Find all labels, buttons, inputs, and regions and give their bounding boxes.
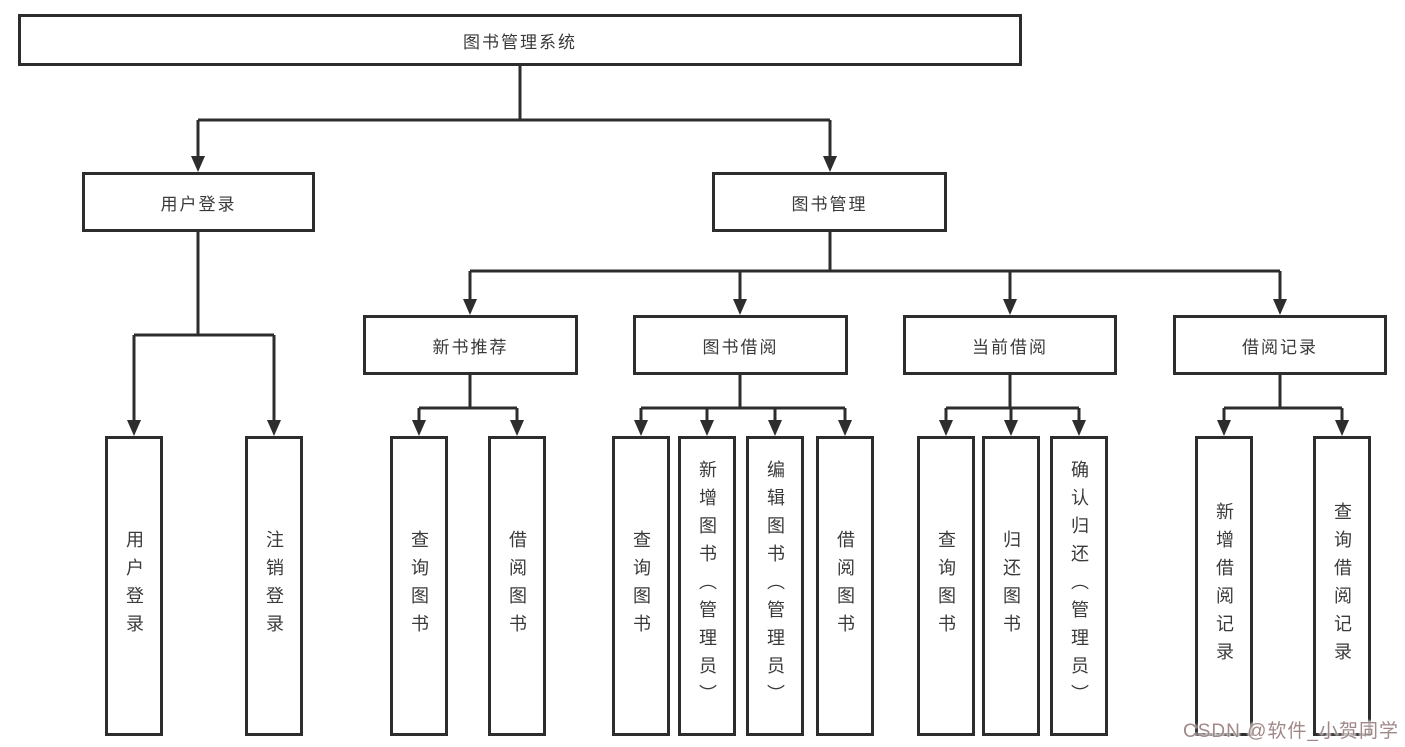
leaf-add-books-admin-label: 新增图书（管理员） <box>697 460 717 712</box>
node-book-borrowing: 图书借阅 <box>633 315 848 375</box>
node-borrowing-records-label: 借阅记录 <box>1242 337 1318 357</box>
node-book-management: 图书管理 <box>712 172 947 232</box>
connector-borrow-record-branch <box>1222 375 1344 422</box>
leaf-logout-label: 注销登录 <box>264 530 284 642</box>
node-new-book-recommend-label: 新书推荐 <box>432 337 509 357</box>
leaf-borrow-books-2-label: 借阅图书 <box>835 530 855 642</box>
leaf-logout: 注销登录 <box>245 436 303 736</box>
node-root: 图书管理系统 <box>18 14 1022 66</box>
node-book-management-label: 图书管理 <box>791 194 868 214</box>
leaf-user-login: 用户登录 <box>105 436 163 736</box>
leaf-add-borrow-record-label: 新增借阅记录 <box>1214 502 1234 670</box>
leaf-query-books-1: 查询图书 <box>390 436 448 736</box>
connector-new-book-branch <box>417 375 519 422</box>
leaf-borrow-books-1: 借阅图书 <box>488 436 546 736</box>
connector-book-borrow-branch <box>639 375 847 422</box>
leaf-add-borrow-record: 新增借阅记录 <box>1195 436 1253 736</box>
csdn-watermark: CSDN @软件_小贺同学 <box>1183 721 1399 742</box>
arrowheads <box>127 156 1349 436</box>
leaf-borrow-books-2: 借阅图书 <box>816 436 874 736</box>
leaf-query-borrow-record: 查询借阅记录 <box>1313 436 1371 736</box>
leaf-query-books-1-label: 查询图书 <box>409 530 429 642</box>
node-current-borrowing-label: 当前借阅 <box>972 337 1048 357</box>
node-new-book-recommend: 新书推荐 <box>363 315 578 375</box>
leaf-query-books-3-label: 查询图书 <box>936 530 956 642</box>
connector-current-borrow-branch <box>944 375 1081 422</box>
leaf-user-login-label: 用户登录 <box>124 530 144 642</box>
connector-book-mgmt-to-level3 <box>468 232 1282 301</box>
leaf-query-borrow-record-label: 查询借阅记录 <box>1332 502 1352 670</box>
node-current-borrowing: 当前借阅 <box>903 315 1117 375</box>
leaf-borrow-books-1-label: 借阅图书 <box>507 530 527 642</box>
connector-user-login-branch <box>132 232 276 422</box>
node-user-login-label: 用户登录 <box>160 194 237 214</box>
leaf-edit-books-admin: 编辑图书（管理员） <box>746 436 804 736</box>
node-user-login: 用户登录 <box>82 172 315 232</box>
leaf-return-books-label: 归还图书 <box>1001 530 1021 642</box>
leaf-return-books: 归还图书 <box>982 436 1040 736</box>
leaf-confirm-return-admin: 确认归还（管理员） <box>1050 436 1108 736</box>
leaf-query-books-2-label: 查询图书 <box>631 530 651 642</box>
node-book-borrowing-label: 图书借阅 <box>702 337 779 357</box>
connector-root-to-level2 <box>196 66 832 158</box>
leaf-confirm-return-admin-label: 确认归还（管理员） <box>1069 460 1089 712</box>
leaf-edit-books-admin-label: 编辑图书（管理员） <box>765 460 785 712</box>
node-root-label: 图书管理系统 <box>463 32 577 52</box>
leaf-add-books-admin: 新增图书（管理员） <box>678 436 736 736</box>
leaf-query-books-3: 查询图书 <box>917 436 975 736</box>
node-borrowing-records: 借阅记录 <box>1173 315 1387 375</box>
leaf-query-books-2: 查询图书 <box>612 436 670 736</box>
